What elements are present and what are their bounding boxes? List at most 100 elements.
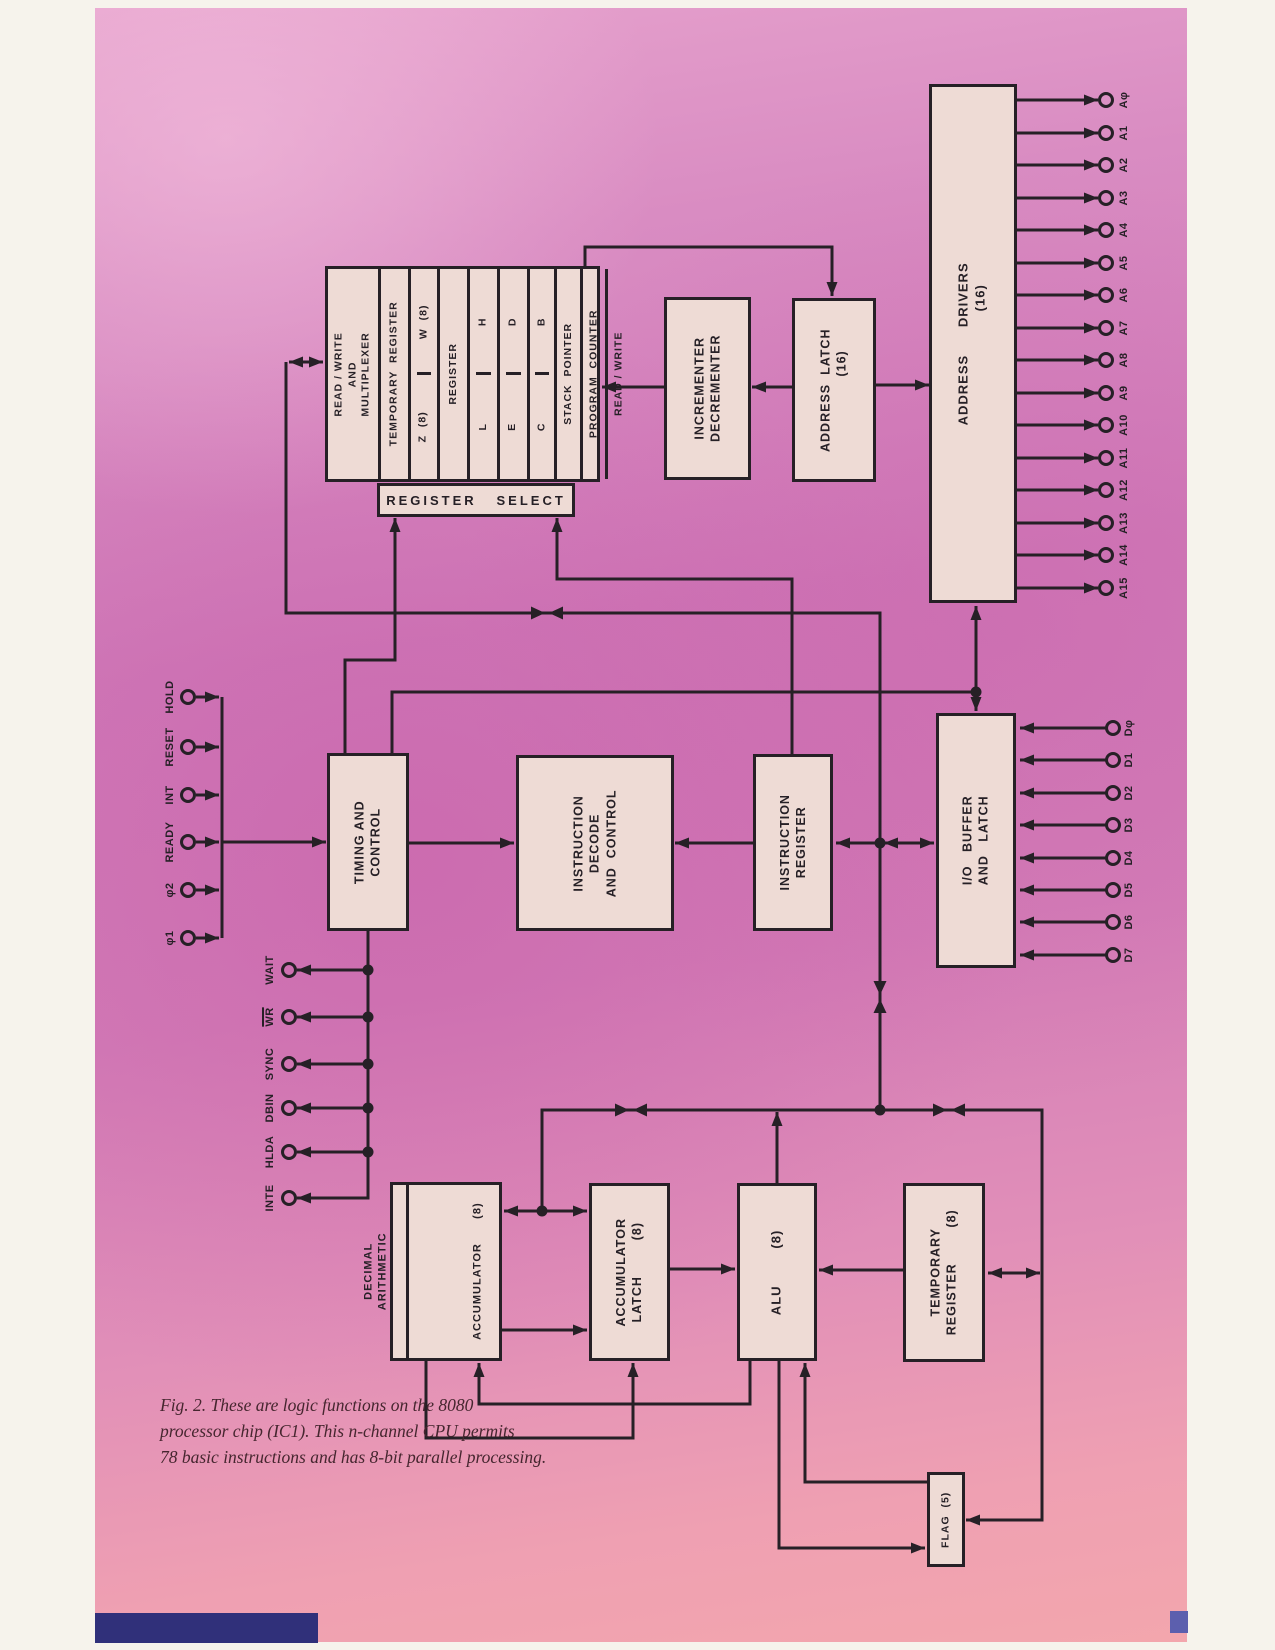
register-cell: W (8) [417,304,430,339]
register-cell: STACK POINTER [561,323,574,425]
instruction-register-box: INSTRUCTION REGISTER [753,754,833,931]
alu-label: ALU (8) [768,1229,784,1315]
accumulator-latch-box: ACCUMULATOR LATCH (8) [589,1183,670,1361]
pin-terminal-icon [1098,222,1114,238]
address-pin-label: Aφ [1118,91,1130,109]
output-pin-label: HLDA [264,1135,276,1169]
pin-terminal-icon [1098,157,1114,173]
cell-divider [505,372,522,375]
address-pin-label: A12 [1118,479,1130,501]
output-pin-label: WAIT [264,955,276,985]
decimal-arithmetic-cell: DECIMAL ARITHMETIC [346,1185,406,1358]
pin-terminal-icon [1105,785,1121,801]
decimal-accumulator-box: DECIMAL ARITHMETIC ACCUMULATOR (8) [362,1182,502,1361]
incrementer-decrementer-box: INCREMENTER DECREMENTER [664,297,751,480]
data-pin-label: D7 [1123,947,1135,963]
timing-and-control-label: TIMING AND CONTROL [352,800,383,884]
temporary-register-box: TEMPORARY REGISTER (8) [903,1183,985,1362]
pin-terminal-icon [1098,547,1114,563]
pin-terminal-icon [1098,482,1114,498]
pin-terminal-icon [281,1100,297,1116]
address-latch-label: ADDRESS LATCH (16) [818,328,849,452]
pin-terminal-icon [1098,287,1114,303]
decimal-arithmetic-label: DECIMAL ARITHMETIC [362,1232,389,1311]
caption-line: Fig. 2. These are logic functions on the… [160,1395,474,1415]
pin-terminal-icon [1105,850,1121,866]
cell-divider [416,372,432,375]
address-pin-label: A10 [1118,414,1130,436]
register-array-column: TEMPORARY REGISTER [378,269,408,479]
caption-line: processor chip (IC1). This n-channel CPU… [160,1421,515,1441]
pin-terminal-icon [1098,92,1114,108]
address-pin-label: A8 [1118,352,1130,368]
pin-terminal-icon [1098,320,1114,336]
data-pin-label: D2 [1123,785,1135,801]
pin-terminal-icon [1098,255,1114,271]
output-pin-label: DBIN [264,1093,276,1123]
accumulator-label: ACCUMULATOR (8) [471,1202,484,1341]
register-cell: PROGRAM COUNTER [587,309,600,439]
pin-terminal-icon [281,1190,297,1206]
register-cell: B [535,317,548,326]
address-pin-label: A9 [1118,385,1130,401]
input-pin-label: READY [164,821,176,863]
register-cell: D [506,317,519,326]
data-pin-label: D3 [1123,817,1135,833]
pin-terminal-icon [180,787,196,803]
pin-terminal-icon [1105,817,1121,833]
register-array-column: REGISTER [437,269,467,479]
register-array-column: PROGRAM COUNTER [580,269,605,479]
pin-terminal-icon [1098,580,1114,596]
cell-divider [535,372,549,375]
pin-terminal-icon [1105,752,1121,768]
pin-terminal-icon [1098,352,1114,368]
pin-terminal-icon [1098,125,1114,141]
pin-terminal-icon [180,739,196,755]
address-latch-box: ADDRESS LATCH (16) [792,298,876,482]
address-pin-label: A14 [1118,544,1130,566]
address-pin-label: A4 [1118,222,1130,238]
input-pin-label: φ2 [164,882,176,898]
address-drivers-box: ADDRESS DRIVERS (16) [929,84,1017,603]
pin-terminal-icon [1105,914,1121,930]
pin-terminal-icon [180,689,196,705]
timing-and-control-box: TIMING AND CONTROL [327,753,409,931]
address-pin-label: A6 [1118,287,1130,303]
figure-caption: Fig. 2. These are logic functions on the… [160,1392,700,1470]
register-cell: L [470,372,497,479]
address-pin-label: A2 [1118,157,1130,173]
address-pin-label: A7 [1118,320,1130,336]
incrementer-decrementer-label: INCREMENTER DECREMENTER [692,334,723,443]
input-pin-label: HOLD [164,680,176,714]
alu-box: ALU (8) [737,1183,817,1361]
pin-terminal-icon [1098,385,1114,401]
input-pin-label: INT [164,785,176,805]
input-pin-label: RESET [164,727,176,767]
footer-bar [95,1613,318,1643]
pin-terminal-icon [1105,882,1121,898]
cell-divider [475,372,492,375]
pin-terminal-icon [1098,417,1114,433]
register-cell: C [530,372,554,479]
register-cell: Z (8) [411,372,437,479]
address-pin-label: A11 [1118,447,1130,469]
pin-terminal-icon [1105,720,1121,736]
flag-label: FLAG (5) [939,1491,952,1548]
io-buffer-latch-label: I/O BUFFER AND LATCH [960,795,991,886]
pin-terminal-icon [281,962,297,978]
data-pin-label: D4 [1123,850,1135,866]
output-pin-label: WR [264,1007,276,1027]
pin-terminal-icon [1098,190,1114,206]
address-pin-label: A13 [1118,512,1130,534]
address-pin-label: A15 [1118,577,1130,599]
register-array-column: READ / WRITE AND MULTIPLEXER [328,269,378,479]
register-array-column: STACK POINTER [554,269,580,479]
pin-terminal-icon [1105,947,1121,963]
address-pin-label: A1 [1118,125,1130,141]
